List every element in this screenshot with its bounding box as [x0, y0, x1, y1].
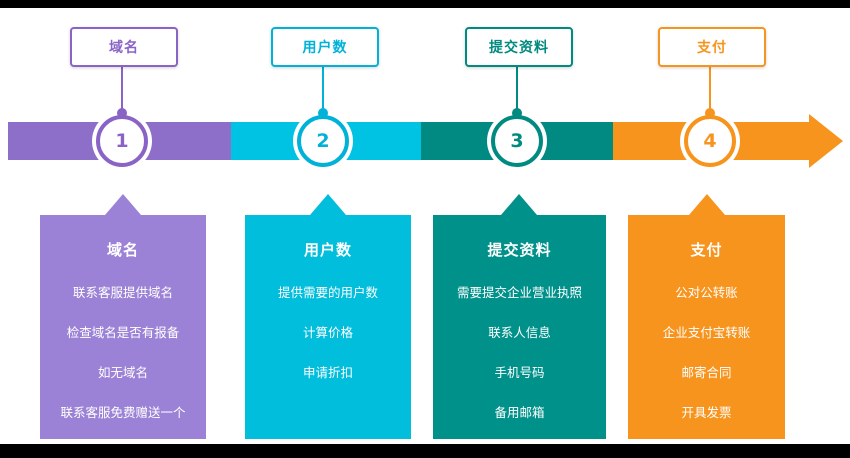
step3-card: 提交资料 需要提交企业营业执照 联系人信息 手机号码 备用邮箱 [433, 194, 606, 439]
card-item: 需要提交企业营业执照 [456, 285, 582, 300]
step3-number: 3 [510, 130, 524, 152]
card-item: 联系人信息 [488, 325, 551, 340]
step3-card-pointer [501, 194, 537, 215]
step3-number-circle: 3 [491, 115, 543, 167]
step3-card-items: 需要提交企业营业执照 联系人信息 手机号码 备用邮箱 [433, 282, 606, 421]
card-item: 邮寄合同 [681, 365, 732, 380]
step2-card-title: 用户数 [303, 241, 352, 259]
step2-card-items: 提供需要的用户数 计算价格 申请折扣 [245, 282, 411, 381]
step2-number: 2 [316, 130, 330, 152]
step3-label-box: 提交资料 [465, 27, 573, 67]
card-item: 申请折扣 [302, 365, 353, 380]
top-frame-bar [0, 0, 850, 8]
step4-connector-dot [705, 108, 715, 118]
step4-label-text: 支付 [697, 40, 727, 56]
bottom-frame-bar [0, 444, 850, 458]
step4-number: 4 [703, 130, 717, 152]
step2-card: 用户数 提供需要的用户数 计算价格 申请折扣 [245, 194, 411, 439]
step4-card-items: 公对公转账 企业支付宝转账 邮寄合同 开具发票 [628, 282, 785, 421]
step1-connector-line [121, 63, 123, 113]
card-item: 企业支付宝转账 [662, 325, 751, 340]
card-item: 计算价格 [302, 325, 353, 340]
step1-label-text: 域名 [109, 40, 139, 56]
step1-connector-dot [117, 108, 127, 118]
card-item: 提供需要的用户数 [277, 285, 378, 300]
step1-card: 域名 联系客服提供域名 检查域名是否有报备 如无域名 联系客服免费赠送一个 [40, 194, 206, 439]
step1-number-circle: 1 [96, 115, 148, 167]
step2-connector-dot [318, 108, 328, 118]
step3-card-title: 提交资料 [487, 241, 552, 259]
step3-connector-dot [512, 108, 522, 118]
card-item: 开具发票 [681, 405, 732, 420]
step4-card-title: 支付 [690, 241, 723, 259]
timeline-arrowhead-icon [809, 114, 843, 168]
step4-connector-line [709, 63, 711, 113]
step1-card-pointer [105, 194, 141, 215]
card-item: 检查域名是否有报备 [66, 325, 180, 340]
step2-label-text: 用户数 [302, 40, 348, 56]
step2-card-pointer [310, 194, 346, 215]
step1-number: 1 [115, 130, 129, 152]
card-item: 公对公转账 [675, 285, 738, 300]
step2-label-box: 用户数 [271, 27, 379, 67]
step4-label-box: 支付 [658, 27, 766, 67]
step3-connector-line [516, 63, 518, 113]
step1-card-title: 域名 [106, 241, 139, 259]
step3-label-text: 提交资料 [489, 40, 549, 56]
card-item: 备用邮箱 [494, 405, 545, 420]
card-item: 如无域名 [97, 365, 148, 380]
step2-number-circle: 2 [297, 115, 349, 167]
step4-card: 支付 公对公转账 企业支付宝转账 邮寄合同 开具发票 [628, 194, 785, 439]
step1-label-box: 域名 [70, 27, 178, 67]
card-item: 联系客服提供域名 [72, 285, 173, 300]
step4-card-pointer [689, 194, 725, 215]
step2-connector-line [322, 63, 324, 113]
card-item: 手机号码 [494, 365, 545, 380]
step4-number-circle: 4 [684, 115, 736, 167]
step1-card-items: 联系客服提供域名 检查域名是否有报备 如无域名 联系客服免费赠送一个 [40, 282, 206, 421]
card-item: 联系客服免费赠送一个 [60, 405, 186, 420]
